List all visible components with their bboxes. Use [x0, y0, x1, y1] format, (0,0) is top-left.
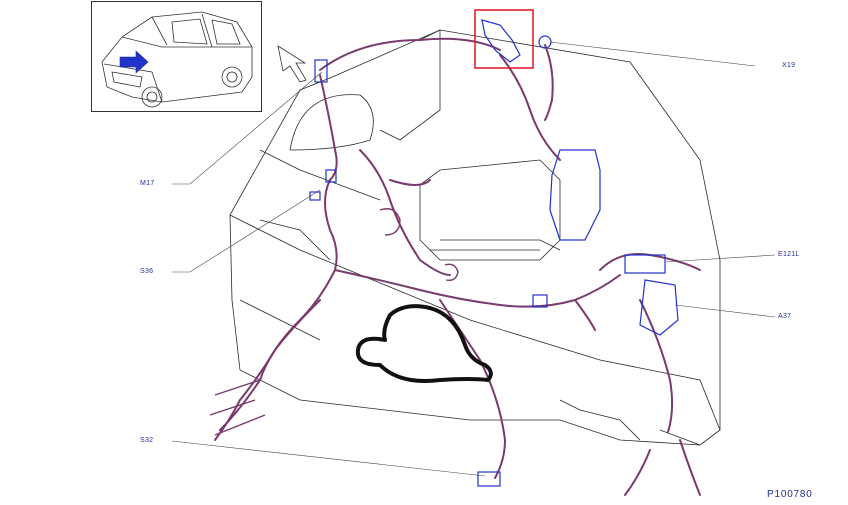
leader-e121l	[664, 254, 776, 263]
a37-module	[639, 279, 679, 336]
x19-connector	[481, 19, 521, 63]
s36-connector	[325, 169, 337, 183]
wiring-harness	[214, 37, 701, 496]
leader-a37	[674, 304, 776, 318]
e121l-connector	[624, 254, 666, 274]
s32-connector	[477, 471, 501, 487]
m17-connector	[314, 59, 328, 83]
car-icon	[101, 11, 253, 108]
callout-m17: M17	[140, 180, 155, 187]
callout-a37: A37	[778, 313, 792, 320]
relay-box	[549, 149, 601, 241]
callout-s36: S36	[140, 268, 154, 275]
leader-s32	[171, 440, 486, 477]
callout-s32: S32	[140, 437, 154, 444]
connector-group	[309, 19, 679, 487]
leader-x19	[549, 41, 756, 67]
vehicle-locator-inset	[91, 1, 262, 112]
gasket-seal	[355, 304, 493, 383]
pointer-arrow-icon	[277, 45, 307, 83]
leader-lines	[171, 41, 776, 477]
engine-bay-outline	[229, 29, 721, 446]
arrow-right-icon	[119, 50, 149, 74]
leader-s36	[172, 189, 321, 273]
callout-e121l: E121L	[778, 251, 800, 258]
figure-number: P100780	[767, 489, 813, 500]
highlight-box	[474, 9, 534, 69]
leader-m17	[172, 71, 323, 185]
direction-pointer	[277, 45, 307, 83]
mid-connector	[532, 294, 548, 308]
harness-sleeve	[209, 208, 459, 436]
callout-x19: X19	[782, 62, 796, 69]
